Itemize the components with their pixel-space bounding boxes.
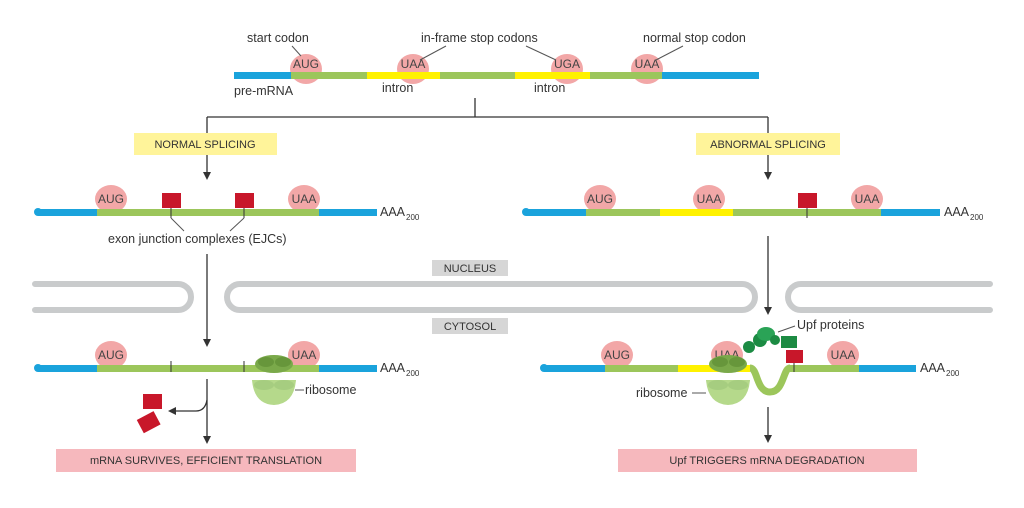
polya-tail: AAA [944, 205, 970, 219]
svg-text:200: 200 [406, 369, 420, 378]
utr-5 [234, 72, 291, 79]
premrna-label: pre-mRNA [234, 84, 294, 98]
svg-text:AUG: AUG [98, 348, 124, 362]
outcome-normal-box: mRNA SURVIVES, EFFICIENT TRANSLATION [56, 449, 356, 472]
normal-splicing-box: NORMAL SPLICING [134, 133, 277, 155]
nucleus-label: NUCLEUS [432, 260, 508, 276]
ejc-marker [162, 193, 181, 208]
svg-text:UAA: UAA [831, 348, 856, 362]
abnormal-cytosol-mrna: AUG UAA UAA AAA 200 ribosome [540, 318, 960, 443]
svg-text:UAA: UAA [401, 57, 426, 71]
svg-text:ABNORMAL SPLICING: ABNORMAL SPLICING [710, 139, 826, 151]
nuclear-envelope [32, 281, 993, 313]
exon-2 [440, 72, 515, 79]
svg-text:NORMAL SPLICING: NORMAL SPLICING [154, 139, 255, 151]
ribosome-label: ribosome [636, 386, 687, 400]
svg-text:200: 200 [406, 213, 420, 222]
normal-stop-codon-label: normal stop codon [643, 31, 746, 45]
exon-1 [291, 72, 367, 79]
ejc-released [143, 394, 162, 409]
codon-stop1-bump: UAA [397, 54, 429, 84]
polya-tail: AAA [920, 361, 946, 375]
ejc-released [136, 411, 161, 434]
intron-1 [367, 72, 440, 79]
svg-text:AUG: AUG [98, 192, 124, 206]
svg-text:AUG: AUG [293, 57, 319, 71]
premrna: AUG UAA UGA UAA start codon in-frame sto… [234, 31, 759, 98]
ribosome [252, 355, 296, 405]
codon-start-bump: AUG [290, 54, 322, 84]
polya-tail: AAA [380, 361, 406, 375]
ejc-marker [786, 350, 803, 363]
codon-uaa-bump [288, 185, 320, 213]
branch-connector [206, 98, 769, 133]
ribosome [706, 355, 750, 405]
start-codon-label: start codon [247, 31, 309, 45]
upf-label: Upf proteins [797, 318, 864, 332]
svg-text:UAA: UAA [292, 348, 317, 362]
intron-label-2: intron [534, 81, 565, 95]
svg-text:mRNA SURVIVES, EFFICIENT TRANS: mRNA SURVIVES, EFFICIENT TRANSLATION [90, 455, 322, 467]
svg-text:CYTOSOL: CYTOSOL [444, 321, 496, 333]
polya-tail: AAA [380, 205, 406, 219]
svg-text:NUCLEUS: NUCLEUS [444, 263, 497, 275]
svg-text:200: 200 [970, 213, 984, 222]
ejc-marker [798, 193, 817, 208]
codon-stop2-bump: UGA [551, 54, 583, 84]
svg-text:AUG: AUG [587, 192, 613, 206]
svg-text:200: 200 [946, 369, 960, 378]
svg-text:AUG: AUG [604, 348, 630, 362]
codon-aug-bump [95, 185, 127, 213]
svg-text:UAA: UAA [635, 57, 660, 71]
intron-label-1: intron [382, 81, 413, 95]
svg-text:UAA: UAA [697, 192, 722, 206]
mrna-loop [748, 364, 792, 396]
ejc-removal-arrow [168, 399, 208, 415]
upf-proteins [743, 327, 797, 353]
svg-text:UGA: UGA [554, 57, 580, 71]
ribosome-label: ribosome [305, 383, 356, 397]
normal-nuclear-mrna: AUG UAA AAA 200 exon junction complexes … [34, 185, 420, 246]
utr-3 [662, 72, 759, 79]
svg-text:UAA: UAA [292, 192, 317, 206]
outcome-abnormal-box: Upf TRIGGERS mRNA DEGRADATION [618, 449, 917, 472]
abnormal-nuclear-mrna: AUG UAA UAA AAA 200 [522, 185, 984, 222]
svg-text:Upf TRIGGERS mRNA DEGRADATION: Upf TRIGGERS mRNA DEGRADATION [669, 455, 864, 467]
svg-text:UAA: UAA [855, 192, 880, 206]
cytosol-label: CYTOSOL [432, 318, 508, 334]
abnormal-splicing-box: ABNORMAL SPLICING [696, 133, 840, 155]
intron-2 [515, 72, 590, 79]
normal-cytosol-mrna: AUG UAA AAA 200 ribosome [34, 341, 420, 444]
ejc-marker [235, 193, 254, 208]
in-frame-stop-codons-label: in-frame stop codons [421, 31, 538, 45]
exon-3 [590, 72, 662, 79]
ejc-label: exon junction complexes (EJCs) [108, 232, 287, 246]
